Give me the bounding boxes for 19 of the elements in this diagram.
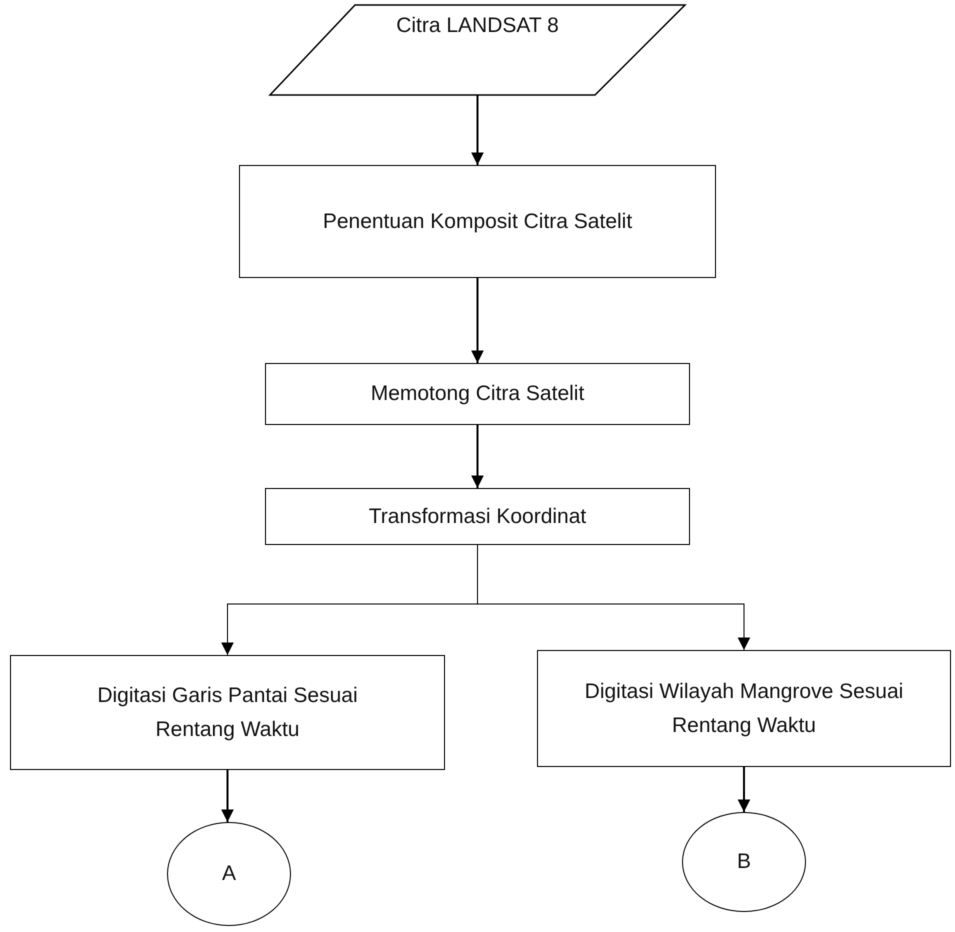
node-label: Citra LANDSAT 8 [396, 13, 559, 39]
node-label: Digitasi Garis Pantai Sesuai Rentang Waktu [96, 682, 359, 742]
node-label: A [222, 861, 236, 888]
arrow [471, 278, 484, 364]
node-label: B [736, 849, 751, 876]
arrow [471, 95, 484, 166]
arrow [221, 770, 234, 822]
process-box [265, 363, 690, 425]
process-box [537, 650, 951, 767]
node-label: Penentuan Komposit Citra Satelit [322, 208, 632, 235]
process-box [10, 655, 445, 770]
node-label: Transformasi Koordinat [368, 504, 586, 530]
arrow [471, 425, 484, 488]
input-parallelogram [270, 5, 685, 95]
node-label: Memotong Citra Satelit [370, 381, 584, 408]
node-label: Digitasi Wilayah Mangrove Sesuai Rentang Waktu [584, 678, 904, 738]
process-box [239, 165, 716, 278]
arrow [738, 767, 750, 812]
process-box [265, 488, 690, 545]
